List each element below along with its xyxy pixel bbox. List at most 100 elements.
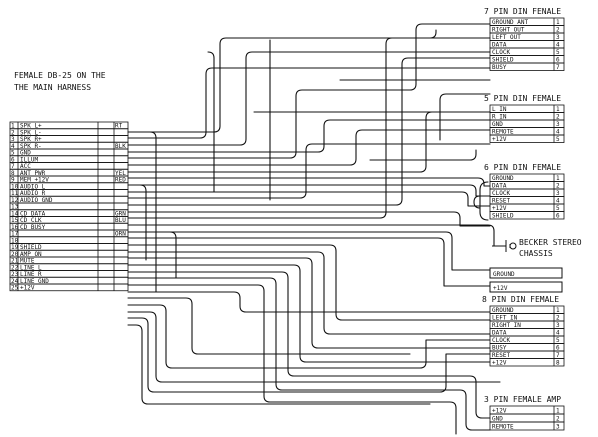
connector-pin-label: R IN bbox=[492, 114, 507, 121]
harness-row-label: SPK L+ bbox=[20, 123, 42, 130]
harness-row-tag: YEL bbox=[115, 170, 126, 177]
harness-row-number: 1 bbox=[11, 123, 15, 130]
connector-pin-number: 5 bbox=[556, 337, 560, 344]
harness-row-number: 7 bbox=[11, 163, 15, 170]
connector-pin-number: 6 bbox=[556, 213, 560, 220]
harness-row-label: +12V bbox=[20, 285, 35, 292]
connector-pin-number: 2 bbox=[556, 416, 560, 423]
harness-row-number: 15 bbox=[11, 217, 19, 224]
ground-box: GROUND bbox=[489, 267, 563, 279]
harness-row-number: 12 bbox=[11, 197, 19, 204]
connector-8pin-title: 8 PIN DIN FEMALE bbox=[482, 295, 559, 304]
connector-6pin-title: 6 PIN DIN FEMALE bbox=[484, 163, 561, 172]
connector-pin-label: DATA bbox=[492, 42, 507, 49]
wire-routing bbox=[127, 23, 501, 435]
harness-row-label: GND bbox=[20, 150, 31, 157]
connector-pin-label: L IN bbox=[492, 106, 507, 113]
harness-row-number: 22 bbox=[11, 264, 19, 271]
connector-pin-label: GROUND ANT bbox=[492, 19, 529, 26]
harness-row-number: 6 bbox=[11, 156, 15, 163]
harness-row-tag: BLK bbox=[115, 143, 126, 150]
connector-pin-label: REMOTE bbox=[492, 129, 514, 136]
connector-pin-label: REMOTE bbox=[492, 424, 514, 431]
harness-row-label: CD CLK bbox=[20, 217, 42, 224]
connector-pin-label: GND bbox=[492, 416, 503, 423]
connector-pin-number: 3 bbox=[556, 190, 560, 197]
connector-pin-label: RIGHT IN bbox=[492, 322, 521, 329]
becker-line2: CHASSIS bbox=[519, 249, 553, 258]
harness-row-tag: BLU bbox=[115, 217, 126, 224]
connector-pin-number: 1 bbox=[556, 175, 560, 182]
harness-row-tag: GRN bbox=[115, 210, 126, 217]
connector-pin-label: +12V bbox=[492, 408, 507, 415]
harness-row-number: 13 bbox=[11, 204, 19, 211]
becker-line1: BECKER STEREO bbox=[519, 238, 582, 247]
connector-pin-number: 2 bbox=[556, 114, 560, 121]
connector-pin-label: GROUND bbox=[492, 175, 514, 182]
harness-row-number: 11 bbox=[11, 190, 19, 197]
power-box-label: +12V bbox=[493, 285, 508, 292]
connector-pin-label: +12V bbox=[492, 360, 507, 367]
harness-row-number: 16 bbox=[11, 224, 19, 231]
harness-row-label: SPK R- bbox=[20, 143, 42, 150]
connector-pin-label: +12V bbox=[492, 205, 507, 212]
connector-pin-label: +12V bbox=[492, 136, 507, 143]
harness-row-number: 18 bbox=[11, 237, 19, 244]
harness-row-number: 24 bbox=[11, 278, 19, 285]
connector-pin-label: RESET bbox=[492, 198, 510, 205]
connector-pin-label: SHIELD bbox=[492, 57, 514, 64]
connector-pin-number: 3 bbox=[556, 424, 560, 431]
harness-row-label: SHIELD bbox=[20, 244, 42, 251]
harness-row-label: SPK R+ bbox=[20, 136, 42, 143]
connector-pin-number: 3 bbox=[556, 121, 560, 128]
harness-row-number: 21 bbox=[11, 258, 19, 265]
connector-pin-number: 2 bbox=[556, 315, 560, 322]
connector-pin-number: 2 bbox=[556, 183, 560, 190]
harness-row-label: MUTE bbox=[20, 258, 35, 265]
power-box: +12V bbox=[489, 281, 563, 293]
connector-pin-number: 6 bbox=[556, 345, 560, 352]
connector-5pin-title: 5 PIN DIN FEMALE bbox=[484, 94, 561, 103]
harness-title-line2: THE MAIN HARNESS bbox=[14, 83, 91, 92]
ground-box-label: GROUND bbox=[493, 271, 515, 278]
becker-stereo: BECKER STEREO CHASSIS bbox=[492, 238, 582, 258]
connector-pin-number: 5 bbox=[556, 205, 560, 212]
harness-row-number: 19 bbox=[11, 244, 19, 251]
connector-pin-label: LEFT IN bbox=[492, 315, 518, 322]
connector-pin-number: 8 bbox=[556, 360, 560, 367]
harness-row-number: 20 bbox=[11, 251, 19, 258]
connector-pin-label: CLOCK bbox=[492, 337, 510, 344]
connector-pin-label: RESET bbox=[492, 352, 510, 359]
harness-row-number: 8 bbox=[11, 170, 15, 177]
harness-row-number: 10 bbox=[11, 183, 19, 190]
connector-pin-number: 5 bbox=[556, 136, 560, 143]
connector-7pin-title: 7 PIN DIN FENALE bbox=[484, 7, 561, 16]
harness-row-number: 17 bbox=[11, 231, 19, 238]
connector-pin-number: 1 bbox=[556, 307, 560, 314]
connector-pin-label: GROUND bbox=[492, 307, 514, 314]
connector-pin-label: GND bbox=[492, 121, 503, 128]
connector-pin-label: CLOCK bbox=[492, 190, 510, 197]
connector-pin-label: SHIELD bbox=[492, 213, 514, 220]
connector-pin-label: LEFT OUT bbox=[492, 34, 521, 41]
connector-pin-number: 7 bbox=[556, 352, 560, 359]
harness-row-label: AUDIO R bbox=[20, 190, 46, 197]
harness-row-number: 9 bbox=[11, 177, 15, 184]
harness-row-tag: RED bbox=[115, 177, 126, 184]
harness-row-number: 3 bbox=[11, 136, 15, 143]
harness-row-number: 25 bbox=[11, 285, 19, 292]
harness-row-label: AUDIO GND bbox=[20, 197, 53, 204]
harness-row-label: AMP ON bbox=[20, 251, 42, 258]
connector-pin-number: 4 bbox=[556, 330, 560, 337]
connector-pin-number: 4 bbox=[556, 42, 560, 49]
connector-pin-number: 4 bbox=[556, 129, 560, 136]
harness-row-label: AUDIO L bbox=[20, 183, 46, 190]
harness-row-label: ANT PWR bbox=[20, 170, 46, 177]
